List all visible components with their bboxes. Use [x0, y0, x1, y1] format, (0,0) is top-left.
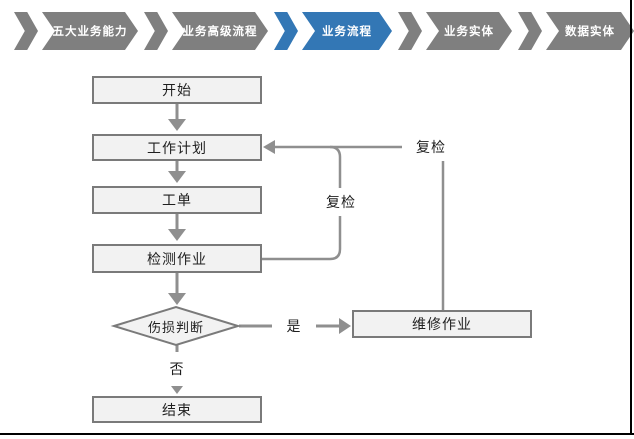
window-border-bottom — [0, 433, 634, 435]
edge-label-no: 否 — [162, 358, 192, 380]
breadcrumb-item-business-process-active[interactable]: 业务流程 — [274, 12, 392, 50]
node-start: 开始 — [92, 76, 262, 104]
arrowhead-down-small-icon — [171, 386, 183, 394]
node-inspection-job: 检测作业 — [92, 244, 262, 273]
breadcrumb-label: 五大业务能力 — [42, 12, 138, 50]
arrowhead-right-icon — [339, 318, 351, 334]
arrowheads — [168, 119, 351, 394]
breadcrumb-item-data-entity[interactable]: 数据实体 — [518, 12, 634, 50]
edge-label-recheck-outer: 复检 — [404, 136, 458, 157]
node-repair-job: 维修作业 — [352, 310, 532, 338]
arrowhead-down-icon — [168, 293, 186, 305]
breadcrumb-item-five-capabilities[interactable]: 五大业务能力 — [14, 12, 138, 50]
node-work-plan: 工作计划 — [92, 134, 262, 161]
node-end: 结束 — [92, 396, 262, 423]
edge-label-yes: 是 — [278, 316, 310, 336]
edge-label-recheck-inner: 复检 — [320, 191, 362, 212]
loop-inspect-up-upper — [329, 145, 342, 188]
breadcrumb-label: 数据实体 — [546, 12, 634, 50]
loop-inspect-up-lower — [262, 216, 342, 261]
breadcrumb: 五大业务能力 业务高级流程 业务流程 业务实体 数据实体 — [14, 12, 634, 50]
arrowhead-down-icon — [168, 119, 186, 131]
arrowhead-down-icon — [168, 229, 186, 241]
node-work-order: 工单 — [92, 186, 262, 214]
recheck-loops — [262, 145, 445, 310]
breadcrumb-label-active: 业务流程 — [302, 12, 392, 50]
decision-diamond — [110, 305, 242, 347]
window-border-right — [630, 0, 632, 435]
arrowhead-down-icon — [168, 171, 186, 183]
flow-arrows — [175, 104, 339, 352]
arrowhead-left-icon — [263, 140, 275, 154]
breadcrumb-label: 业务实体 — [426, 12, 512, 50]
node-damage-judgment-label: 伤损判断 — [147, 320, 204, 335]
breadcrumb-label: 业务高级流程 — [172, 12, 268, 50]
breadcrumb-item-high-level-process[interactable]: 业务高级流程 — [144, 12, 268, 50]
breadcrumb-item-business-entity[interactable]: 业务实体 — [398, 12, 512, 50]
